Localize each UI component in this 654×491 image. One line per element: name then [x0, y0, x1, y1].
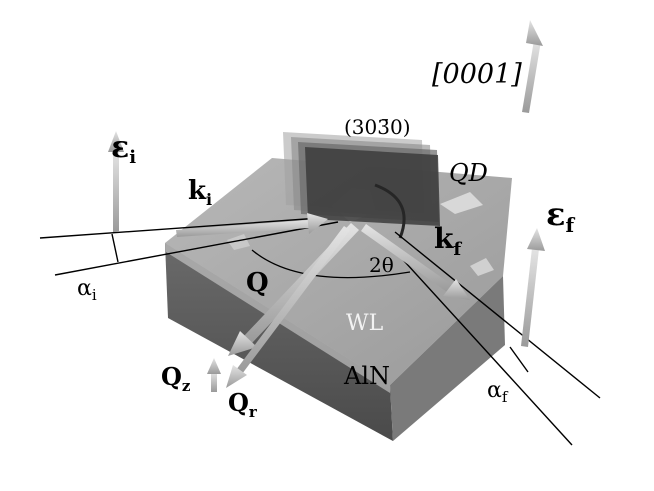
- vector-arrows: [108, 20, 545, 392]
- epsilon-f-arrow: [521, 228, 545, 347]
- lattice-plane: [305, 147, 440, 226]
- direction-label: [0001]: [432, 59, 522, 90]
- q-label: Q: [246, 268, 269, 298]
- epsilon-i-label: εi: [111, 130, 136, 168]
- epsilon-i-arrow: [108, 131, 124, 232]
- incident-line-lower: [54, 221, 339, 276]
- qd-label: QD: [449, 159, 488, 187]
- two-theta-label: 2θ: [369, 253, 394, 277]
- q-z-arrow: [207, 358, 221, 392]
- substrate-front-face: [165, 243, 393, 441]
- alpha-i-label: αi: [77, 276, 97, 304]
- plane-label: (303̄0): [344, 115, 411, 139]
- quantum-dot: [227, 234, 250, 250]
- outgoing-line-lower: [384, 239, 573, 446]
- k-i-arrow: [176, 213, 328, 237]
- q-r-arrow: [226, 226, 350, 388]
- aln-label: AlN: [343, 362, 390, 390]
- q-z-label: Qz: [161, 362, 191, 395]
- q-r-label: Qr: [228, 388, 258, 421]
- epsilon-f-label: εf: [546, 195, 575, 237]
- substrate-right-face: [390, 276, 505, 441]
- quantum-dot: [470, 258, 494, 276]
- alpha-f-arc: [509, 346, 529, 373]
- wl-label: WL: [346, 311, 384, 336]
- outgoing-line-upper: [394, 231, 601, 399]
- k-f-arrow: [361, 224, 470, 300]
- k-i-label: ki: [188, 176, 212, 209]
- alpha-f-label: αf: [487, 378, 509, 406]
- incident-line-upper: [39, 217, 321, 239]
- lattice-planes: [283, 132, 440, 239]
- alpha-i-arc: [111, 233, 119, 263]
- c-axis-arrow: [522, 20, 543, 113]
- plane-shadow-arc: [374, 183, 406, 239]
- labels: [0001] (303̄0) QD εi εf ki kf αi αf 2θ Q…: [77, 59, 575, 421]
- incident-beam-lines: [39, 217, 339, 276]
- outgoing-beam-lines: [384, 231, 601, 446]
- k-f-label: kf: [434, 222, 462, 260]
- quantum-dot: [440, 192, 483, 214]
